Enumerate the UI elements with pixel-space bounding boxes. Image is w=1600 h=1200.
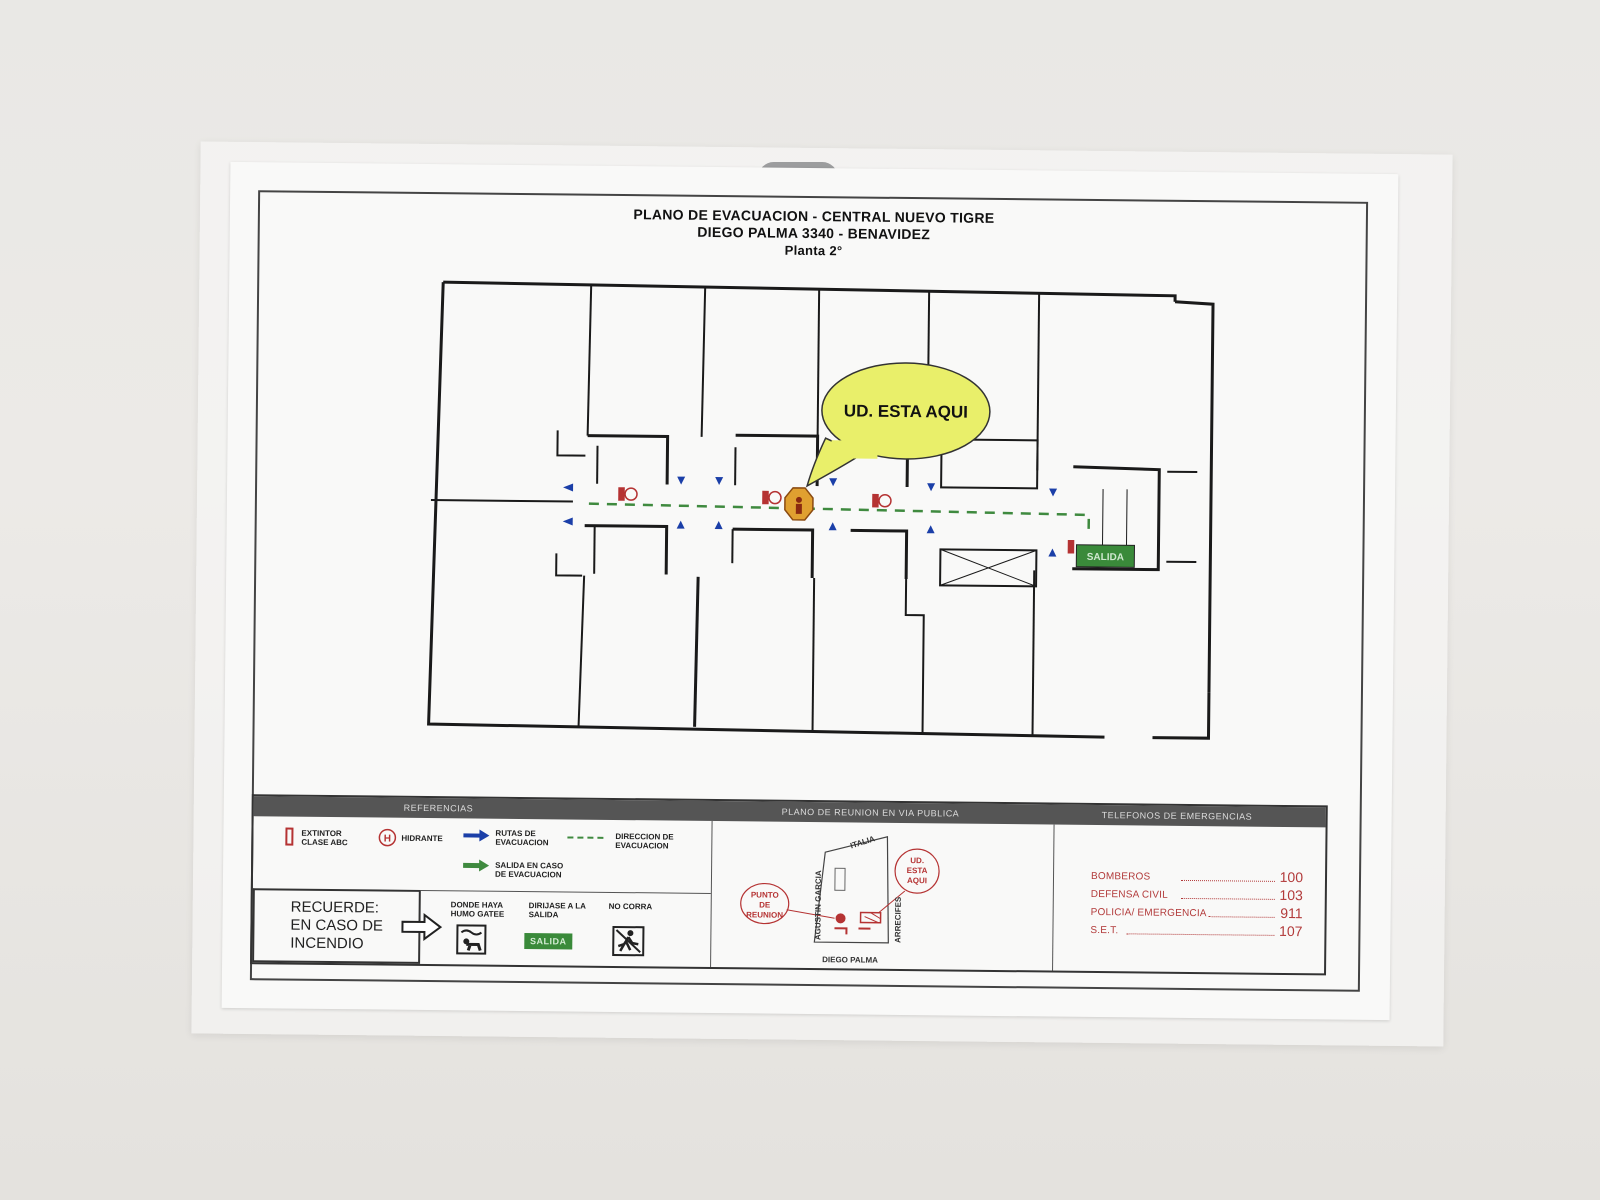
exit-sign [1075, 544, 1136, 568]
exit-label: SALIDA [1087, 552, 1124, 563]
meeting-ud-2: ESTA [907, 866, 928, 875]
legend-rule [420, 889, 711, 894]
no-running-icon [612, 925, 645, 957]
salida-sign-icon: SALIDA [524, 933, 573, 950]
legend-header-references: REFERENCIAS [403, 802, 474, 814]
blue-arrow-icon [461, 828, 491, 844]
meeting-punto-3: REUNION [746, 910, 783, 919]
fire-equipment [618, 487, 1075, 554]
meeting-ud-3: AQUI [907, 876, 927, 885]
legend-header-phones: TELEFONOS DE EMERGENCIAS [1101, 810, 1253, 822]
svg-text:H: H [384, 834, 391, 845]
floor-plan-walls [427, 280, 1215, 740]
green-arrow-icon [461, 858, 491, 874]
extinguisher-icon [283, 826, 295, 848]
evacuation-direction-route [588, 502, 1091, 535]
you-are-here-label: UD. ESTA AQUI [844, 401, 968, 421]
recuerde-line2: EN CASO DE [290, 916, 384, 935]
legend-header-meeting: PLANO DE REUNION EN VIA PUBLICA [781, 806, 960, 819]
meeting-punto-2: DE [759, 900, 771, 909]
evacuation-plan-sheet: PLANO DE EVACUACION - CENTRAL NUEVO TIGR… [221, 161, 1399, 1021]
you-are-here-marker [784, 487, 814, 521]
meeting-punto-1: PUNTO [751, 890, 779, 899]
legend-extintor: EXTINTOR CLASE ABC [301, 828, 348, 848]
floor-plan: UD. ESTA AQUI SALIDA [427, 280, 1215, 740]
legend-direccion: DIRECCION DE EVACUACION [615, 831, 674, 851]
phone-row: S.E.T.107 [1090, 922, 1303, 940]
you-are-here-bubble: UD. ESTA AQUI [805, 362, 991, 488]
recuerde-box: RECUERDE: EN CASO DE INCENDIO [252, 888, 421, 964]
legend-panel: REFERENCIAS PLANO DE REUNION EN VIA PUBL… [250, 794, 1328, 976]
legend-salida-caso: SALIDA EN CASO DE EVACUACION [494, 860, 564, 880]
crawl-smoke-icon [456, 924, 487, 955]
legend-divider-2 [1052, 824, 1055, 971]
meeting-ud-1: UD. [910, 856, 924, 865]
evacuation-route-arrows [562, 476, 1058, 557]
legend-rutas: RUTAS DE EVACUACION [495, 828, 549, 848]
legend-hidrante: HIDRANTE [401, 833, 443, 844]
street-arrecifes: ARRECIFES [893, 896, 902, 943]
recuerde-line1: RECUERDE: [290, 898, 380, 917]
hydrant-icon: H [377, 827, 397, 849]
tip-no-run: NO CORRA [608, 901, 653, 912]
meeting-point-map: PUNTO DE REUNION UD. ESTA AQUI ITALIA AG… [740, 834, 940, 965]
green-dash-arrow-icon [565, 831, 609, 845]
recuerde-line3: INCENDIO [290, 934, 364, 953]
street-diego-palma: DIEGO PALMA [822, 955, 878, 965]
street-italia: ITALIA [849, 834, 876, 850]
tip-exit: DIRIJASE A LA SALIDA [528, 901, 586, 920]
tip-crawl: DONDE HAYA HUMO GATEE [450, 900, 505, 919]
outline-arrow-icon [400, 912, 444, 947]
street-agustin-garcia: AGUSTIN GARCIA [813, 870, 823, 940]
